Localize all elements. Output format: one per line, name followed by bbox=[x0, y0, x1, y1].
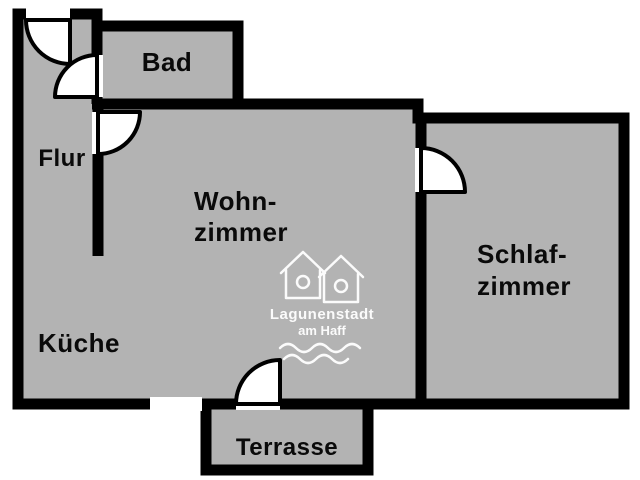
watermark-line1: Lagunenstadt bbox=[270, 306, 374, 323]
entry-door-swing-icon bbox=[24, 18, 72, 66]
watermark-line2: am Haff bbox=[298, 323, 346, 338]
room-labels: Bad Flur Wohn- zimmer Schlaf- zimmer Küc… bbox=[38, 47, 571, 461]
room-label-terrasse: Terrasse bbox=[236, 434, 338, 461]
flur-door-swing-icon bbox=[96, 110, 142, 156]
room-label-kueche: Küche bbox=[38, 328, 120, 358]
room-label-schlafzimmer-line1: Schlaf- bbox=[477, 239, 567, 269]
waves-icon bbox=[278, 342, 362, 365]
room-label-flur: Flur bbox=[38, 145, 85, 172]
entry-door-gap bbox=[26, 7, 70, 21]
watermark-logo: Lagunenstadt am Haff bbox=[270, 250, 374, 365]
room-label-schlafzimmer-line2: zimmer bbox=[477, 271, 571, 301]
floor-outline bbox=[12, 8, 630, 476]
door-swings bbox=[24, 18, 467, 406]
bad-door-swing-icon bbox=[53, 53, 99, 99]
apartment bbox=[12, 7, 630, 476]
houses-icon bbox=[279, 250, 365, 304]
kueche-window-gap bbox=[150, 397, 202, 411]
room-label-wohnzimmer-line1: Wohn- bbox=[194, 186, 277, 216]
room-label-wohnzimmer-line2: zimmer bbox=[194, 217, 288, 247]
schlafzimmer-door-swing-icon bbox=[419, 146, 467, 194]
room-label-bad: Bad bbox=[142, 47, 193, 77]
terrasse-door-swing-icon bbox=[234, 358, 282, 406]
